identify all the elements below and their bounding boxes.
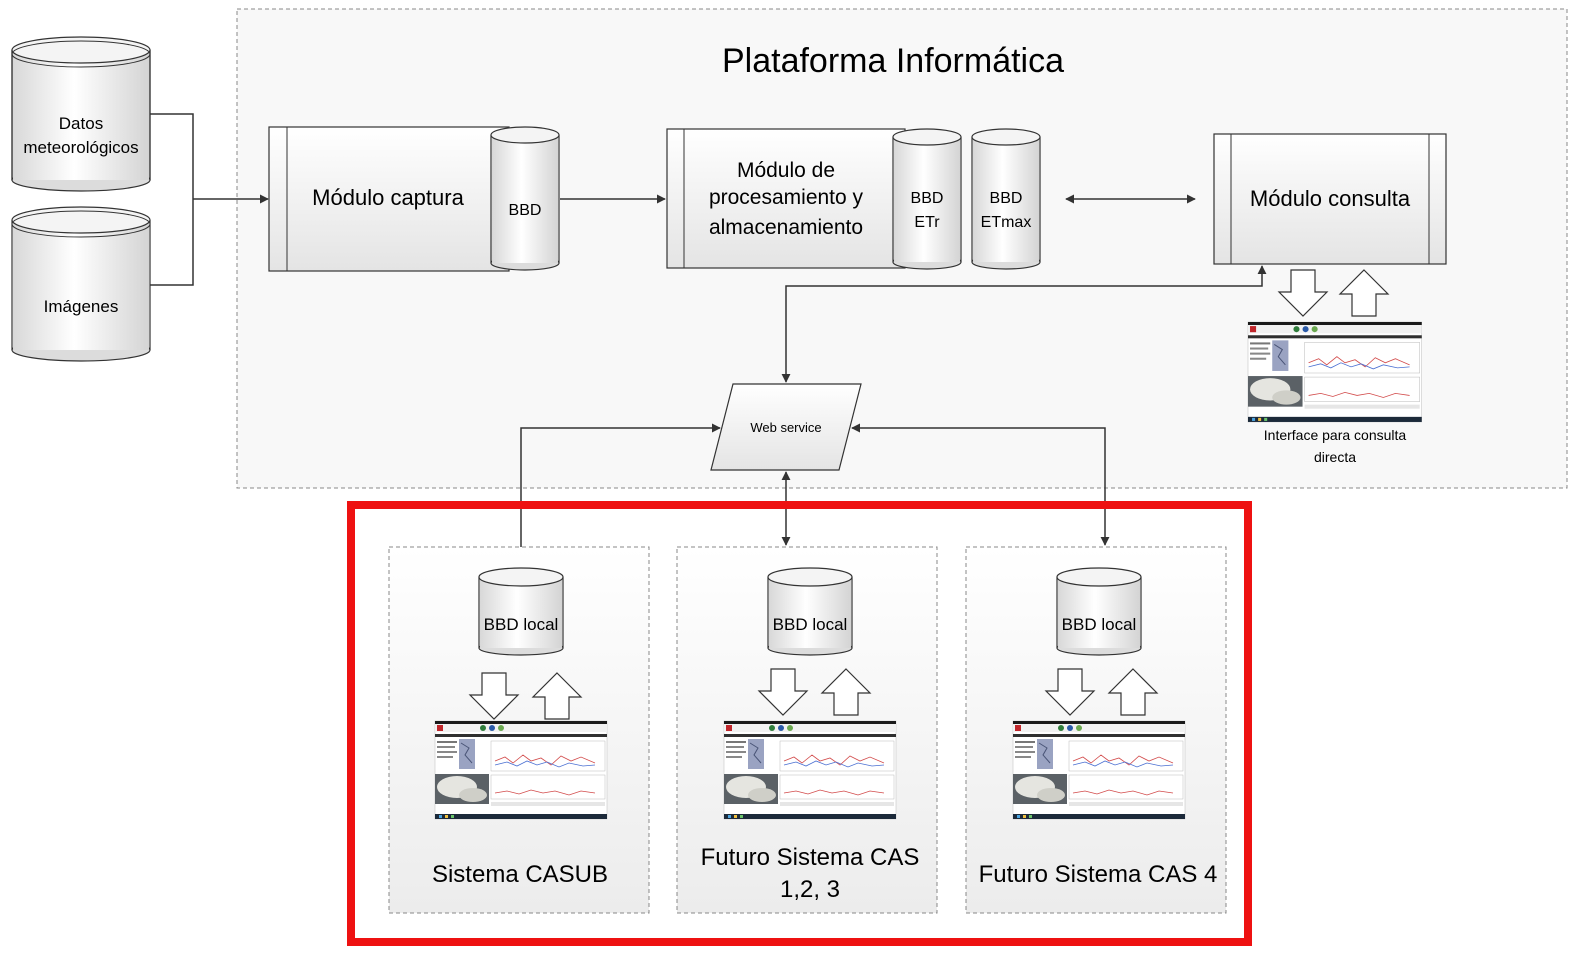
system-cas4-db-label: BBD local xyxy=(1062,615,1137,634)
system-panel-cas-4: BBD local Futuro Sistema CAS 4 xyxy=(965,546,1227,914)
processing-label-line2: procesamiento y xyxy=(709,186,864,209)
system-casub-name-line1: Sistema CASUB xyxy=(432,861,608,888)
capture-db-cylinder: BBD xyxy=(490,126,560,271)
etmax-db-cylinder: BBD ETmax xyxy=(971,128,1041,270)
system-panel-cas-123: BBD local Futuro Sistema CAS 1,2, 3 xyxy=(676,546,938,914)
system-cas123-name-line2: 1,2, 3 xyxy=(780,876,840,903)
web-service-label: Web service xyxy=(750,420,821,435)
processing-label-line3: almacenamiento xyxy=(709,216,863,239)
images-cylinder: Imágenes xyxy=(11,206,151,362)
query-interface-thumbnail xyxy=(1247,321,1423,423)
local-systems-highlight xyxy=(347,501,1252,946)
system-panel-casub: BBD local Sistema CASUB xyxy=(388,546,650,914)
web-service: Web service xyxy=(710,383,862,471)
system-cas4-name-line1: Futuro Sistema CAS 4 xyxy=(979,861,1218,888)
etr-db-label-line2: ETr xyxy=(914,214,940,231)
query-interface-caption-line2: directa xyxy=(1314,449,1356,465)
weather-data-label-line1: Datos xyxy=(59,114,103,133)
sources-connector xyxy=(150,113,269,286)
weather-data-cylinder: Datos meteorológicos xyxy=(11,36,151,192)
query-module-label: Módulo consulta xyxy=(1250,186,1411,211)
query-module: Módulo consulta xyxy=(1213,133,1447,265)
system-cas123-name-line1: Futuro Sistema CAS xyxy=(701,844,920,871)
etr-db-label-line1: BBD xyxy=(911,190,944,207)
platform-title: Plataforma Informática xyxy=(722,42,1064,80)
etmax-db-label-line2: ETmax xyxy=(981,214,1032,231)
images-label: Imágenes xyxy=(44,297,119,316)
processing-label-line1: Módulo de xyxy=(737,159,835,182)
weather-data-label-line2: meteorológicos xyxy=(23,138,138,157)
processing-module: Módulo de procesamiento y almacenamiento xyxy=(666,128,906,269)
capture-module-label: Módulo captura xyxy=(312,185,464,210)
system-cas123-thumbnail xyxy=(723,720,897,820)
query-interface-caption-line1: Interface para consulta xyxy=(1264,427,1407,443)
capture-db-label: BBD xyxy=(509,202,542,219)
capture-module: Módulo captura xyxy=(268,126,510,272)
etmax-db-label-line1: BBD xyxy=(990,190,1023,207)
etr-db-cylinder: BBD ETr xyxy=(892,128,962,270)
system-cas123-db-label: BBD local xyxy=(773,615,848,634)
system-casub-db-label: BBD local xyxy=(484,615,559,634)
system-casub-thumbnail xyxy=(434,720,608,820)
system-cas4-thumbnail xyxy=(1012,720,1186,820)
